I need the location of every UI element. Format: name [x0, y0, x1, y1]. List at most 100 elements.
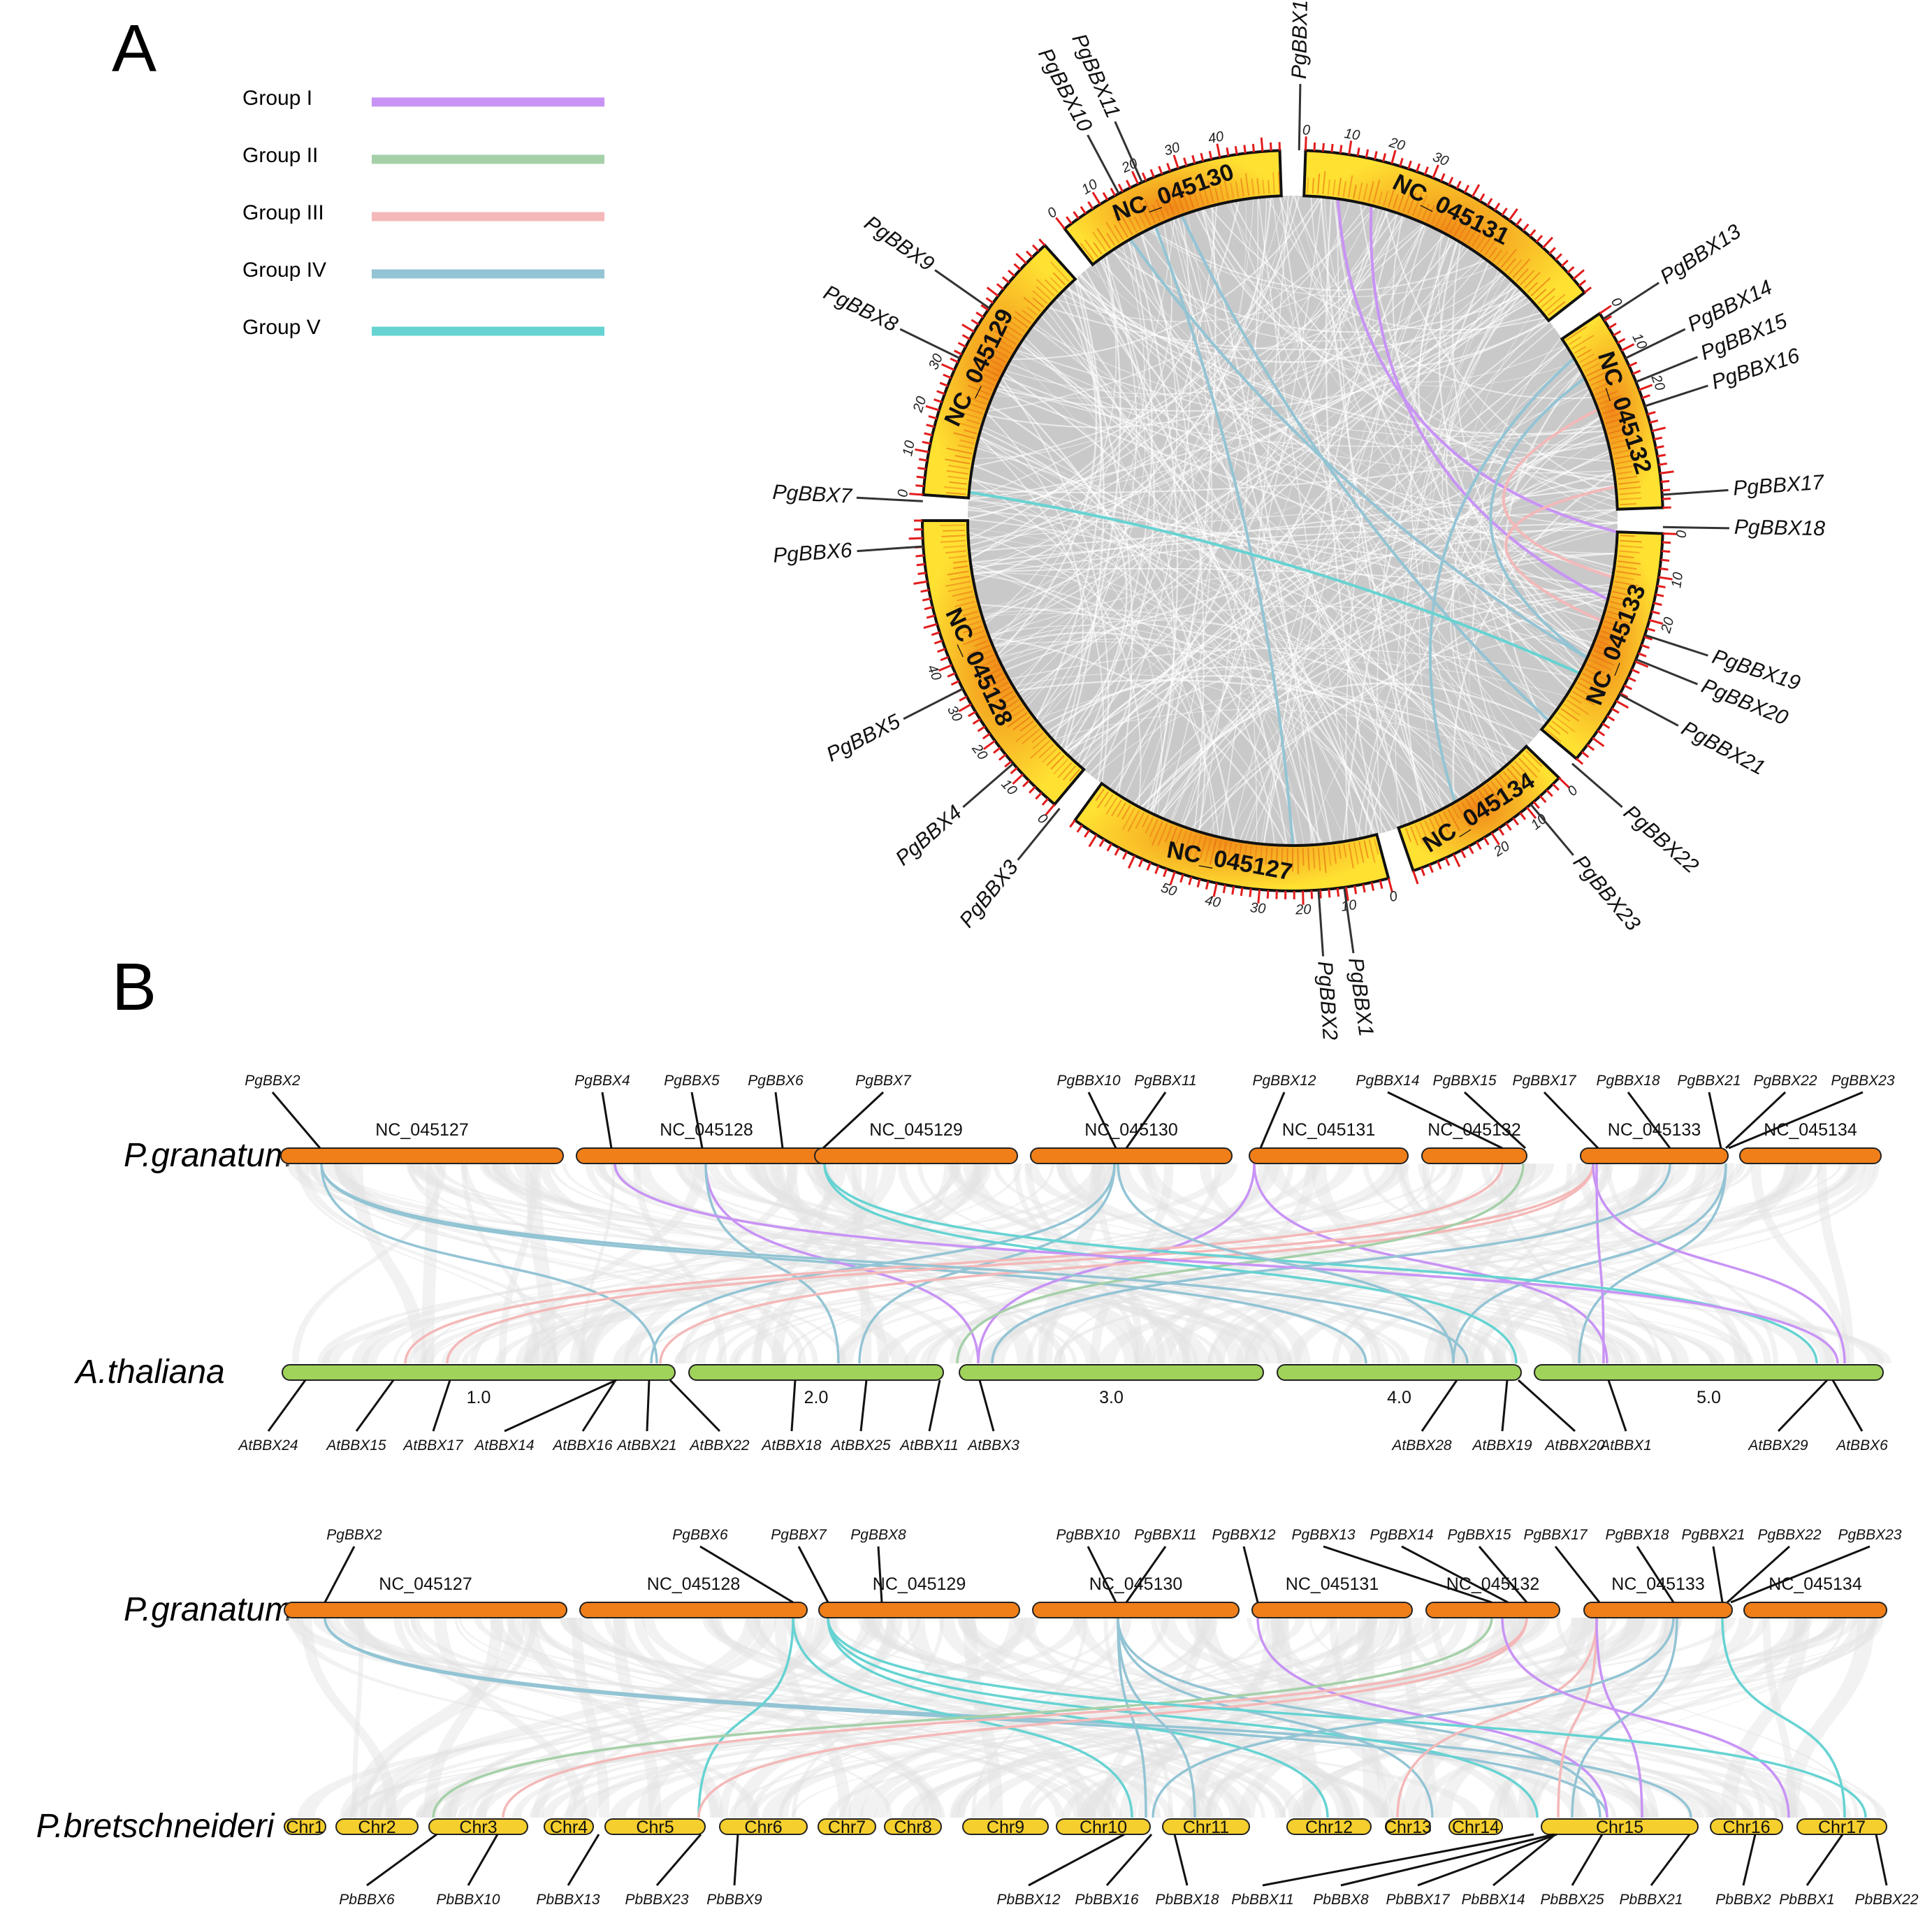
tick-mark — [993, 746, 1001, 754]
gene-label-pgbbx12: PgBBX12 — [1288, 0, 1312, 79]
heat-stripe — [955, 616, 980, 625]
top-chr-label-nc-045130: NC_045130 — [1084, 1120, 1177, 1140]
bottom-gene-atbbx14: AtBBX14 — [473, 1437, 534, 1454]
heat-stripe — [1149, 819, 1159, 838]
top-gene-pgbbx8: PgBBX8 — [850, 1527, 906, 1543]
background-ribbon — [454, 1618, 1092, 1818]
species-label-top: P.granatum — [124, 1137, 293, 1174]
tick-mark — [1501, 208, 1508, 216]
background-ribbon — [377, 1618, 777, 1818]
tick-mark — [1243, 145, 1247, 154]
background-ribbon — [1027, 1618, 1877, 1818]
heat-stripe — [1393, 194, 1399, 210]
tick-mark — [1561, 259, 1569, 267]
gene-leader — [1242, 1546, 1259, 1603]
tick-mark — [925, 405, 940, 412]
background-ribbon — [613, 1164, 1475, 1363]
heat-stripe — [1435, 210, 1445, 226]
background-ribbon — [1244, 1164, 1677, 1363]
tick-mark — [1535, 235, 1544, 243]
heat-stripe — [1512, 259, 1531, 279]
background-ribbon — [535, 1164, 1321, 1363]
synteny-link — [1023, 195, 1294, 704]
background-ribbon — [1152, 1164, 1813, 1363]
tick-mark — [1490, 832, 1500, 846]
heat-stripe — [1589, 659, 1612, 671]
heat-stripe — [1405, 827, 1412, 843]
group-link — [1256, 1617, 1608, 1818]
heat-stripe — [1202, 182, 1210, 205]
background-ribbon — [1422, 1164, 1518, 1363]
tick-mark — [1240, 887, 1244, 897]
heat-stripe — [1133, 216, 1142, 231]
gene-leader — [733, 1834, 739, 1886]
top-chr-label-nc-045131: NC_045131 — [1282, 1120, 1375, 1140]
group-link — [1501, 1617, 1790, 1818]
bottom-gene-atbbx1: AtBBX1 — [1599, 1437, 1652, 1454]
synteny-link — [1082, 280, 1513, 770]
synteny-link — [969, 196, 1323, 560]
background-ribbon — [368, 1618, 1085, 1818]
background-ribbon — [461, 1164, 1531, 1363]
tick-mark — [1497, 827, 1505, 836]
heat-stripe — [1343, 844, 1347, 857]
gene-leader — [467, 1834, 499, 1886]
background-ribbon — [718, 1618, 896, 1818]
background-ribbon — [419, 1164, 1530, 1363]
tick-mark — [909, 493, 924, 496]
background-ribbon — [609, 1618, 1588, 1818]
gene-leader — [978, 1379, 995, 1432]
heat-stripe — [1462, 227, 1472, 242]
heat-stripe — [1302, 848, 1305, 866]
bottom-gene-pbbbx10: PbBBX10 — [436, 1892, 500, 1908]
synteny-link — [1183, 196, 1323, 827]
top-gene-pgbbx12: PgBBX12 — [1212, 1527, 1275, 1543]
gene-leader — [655, 1834, 702, 1886]
gene-leader — [1478, 1546, 1528, 1603]
tick-mark — [1604, 315, 1613, 322]
heat-stripe — [1358, 841, 1365, 863]
heat-stripe — [955, 606, 977, 614]
heat-stripe — [1036, 286, 1052, 300]
background-ribbon — [460, 1164, 806, 1363]
heat-stripe — [1337, 177, 1342, 196]
tick-mark — [1412, 870, 1419, 885]
gene-leader — [1173, 1834, 1189, 1886]
heat-stripe — [1026, 306, 1038, 316]
tick-mark — [1212, 883, 1218, 897]
background-ribbon — [1281, 1618, 1880, 1818]
background-ribbon — [957, 1618, 1840, 1818]
heat-stripe — [1496, 250, 1509, 266]
gene-leader — [1028, 1833, 1125, 1887]
heat-stripe — [947, 475, 968, 480]
top-chr-nc-045132 — [1421, 1147, 1527, 1164]
group-link — [613, 1163, 1839, 1364]
heat-stripe — [957, 444, 973, 449]
gene-leader — [1323, 1545, 1492, 1604]
synteny-link — [972, 529, 1618, 576]
tick-mark — [1627, 676, 1636, 683]
synteny-link — [1015, 349, 1615, 479]
gene-leader — [271, 1092, 321, 1149]
bottom-gene-atbbx18: AtBBX18 — [760, 1437, 822, 1454]
background-ribbon — [1399, 1164, 1661, 1363]
heat-stripe — [970, 654, 994, 667]
background-ribbon — [458, 1618, 1389, 1818]
heat-stripe — [1332, 179, 1336, 196]
background-ribbon — [762, 1618, 1537, 1818]
background-ribbon — [477, 1618, 872, 1818]
gene-leader — [1662, 526, 1729, 530]
synteny-link — [1133, 696, 1512, 804]
background-ribbon — [1237, 1618, 1512, 1818]
tick-mark — [1522, 223, 1530, 232]
top-gene-pgbbx7: PgBBX7 — [771, 1527, 827, 1543]
synteny-link — [1310, 196, 1588, 659]
background-ribbon — [505, 1618, 1065, 1818]
heat-stripe — [1145, 816, 1154, 834]
background-ribbon — [1332, 1164, 1610, 1363]
heat-stripe — [1614, 581, 1639, 587]
tick-mark — [958, 703, 972, 713]
heat-stripe — [1490, 781, 1502, 794]
